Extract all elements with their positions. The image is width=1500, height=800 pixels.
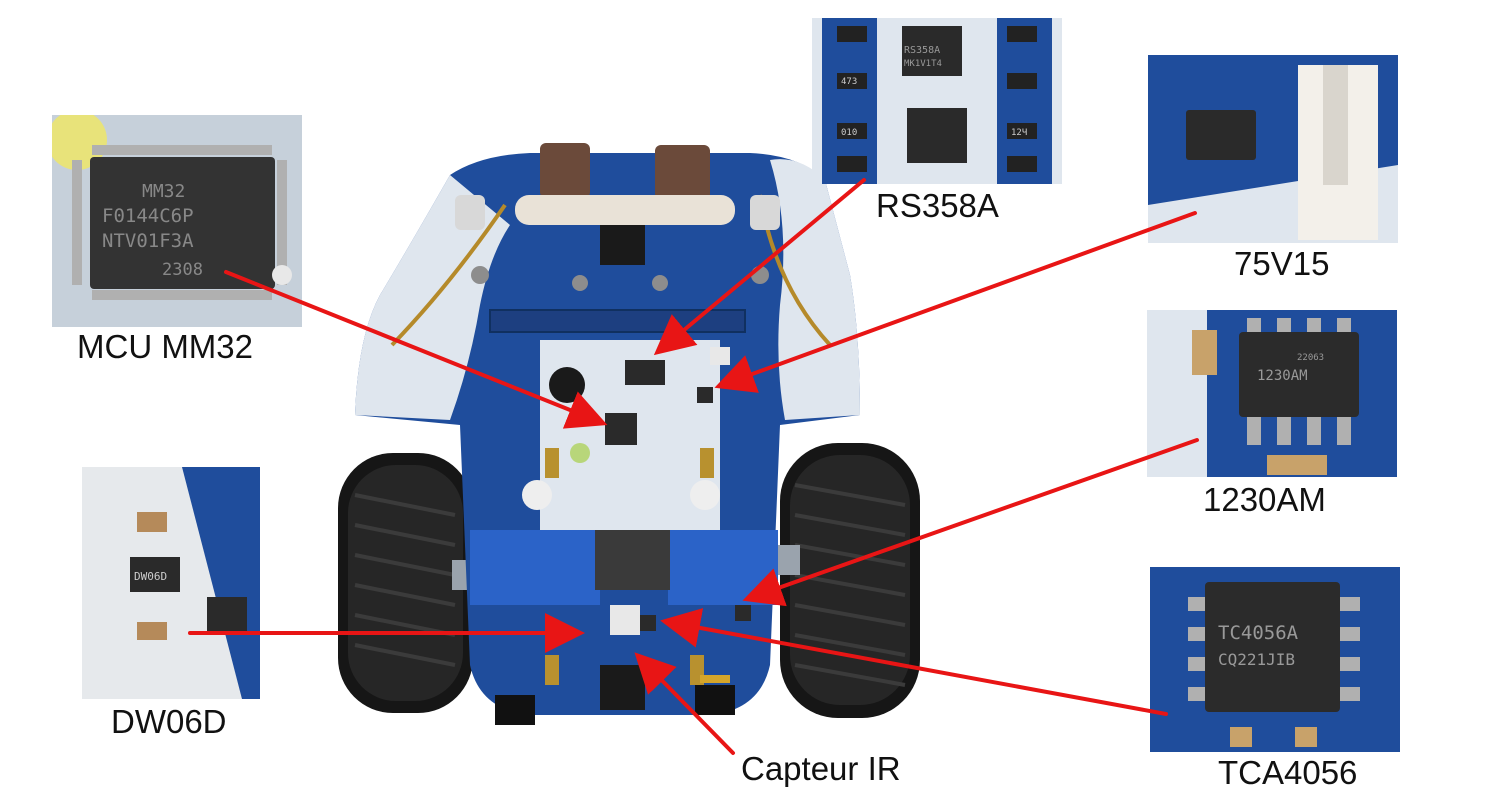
thumb-tca4056: TC4056A CQ221JIB (1150, 567, 1400, 752)
thumb-1230am: 1230AM 22063 (1147, 310, 1397, 477)
arrow-75v15 (714, 211, 1197, 393)
tca-marking-2: CQ221JIB (1218, 650, 1295, 669)
label-capteur-ir: Capteur IR (741, 750, 901, 787)
arrow-1230am (742, 438, 1199, 607)
dw-marking: DW06D (134, 570, 167, 583)
arrow-tca4056 (660, 608, 1168, 716)
resistor-010: 010 (841, 128, 857, 138)
label-rs358a: RS358A (876, 187, 999, 224)
resistor-473: 473 (841, 77, 857, 87)
arrow-rs358a (653, 178, 866, 356)
am-marking-1: 1230AM (1257, 368, 1308, 384)
resistor-12: 12Ч (1011, 128, 1027, 138)
mcu-marking-1: MM32 (142, 181, 185, 202)
rs358a-marking-2: MK1V1T4 (904, 59, 942, 69)
arrow-mcu (224, 270, 608, 429)
label-tca4056: TCA4056 (1218, 754, 1358, 791)
mcu-marking-4: 2308 (162, 260, 203, 280)
rs358a-marking-1: RS358A (904, 45, 940, 56)
left-motor (470, 530, 600, 605)
label-mcu: MCU MM32 (77, 328, 254, 365)
am-marking-2: 22063 (1297, 353, 1324, 363)
tca-marking-1: TC4056A (1218, 622, 1299, 644)
mcu-marking-2: F0144C6P (102, 205, 194, 227)
thumb-rs358a: RS358A MK1V1T4 473 010 12Ч (812, 18, 1062, 184)
mcu-marking-3: NTV01F3A (102, 230, 194, 252)
label-dw06d: DW06D (111, 703, 227, 740)
arrow-capteur-ir (634, 652, 735, 755)
label-1230am: 1230AM (1203, 481, 1326, 518)
label-75v15: 75V15 (1234, 245, 1330, 282)
thumb-75v15 (1148, 55, 1398, 243)
thumb-dw06d: DW06D (82, 467, 260, 699)
thumb-mcu: MM32 F0144C6P NTV01F3A 2308 (52, 115, 302, 327)
